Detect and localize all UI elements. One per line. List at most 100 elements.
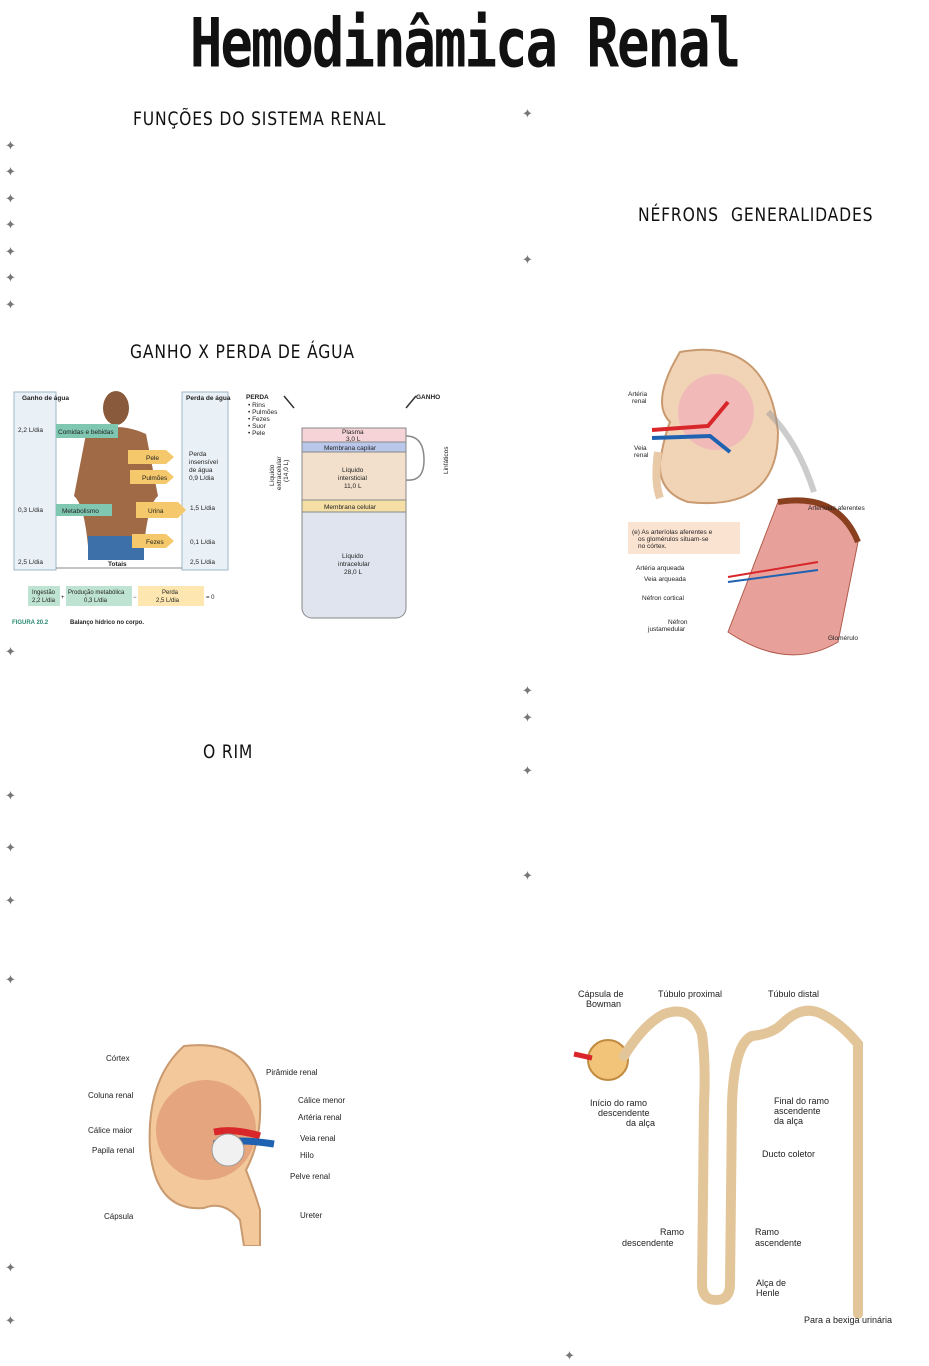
ganho-title: GANHO <box>416 394 440 401</box>
label-piramide: Pirâmide renal <box>266 1068 318 1077</box>
intersticial-3: 11,0 L <box>344 483 362 490</box>
label-metabolismo: Metabolismo <box>62 508 99 515</box>
sparkle-icon: ✦ <box>564 1349 575 1364</box>
alca-henle-1: Alça de <box>756 1278 786 1288</box>
capsula-bowman-1: Cápsula de <box>578 989 624 999</box>
label-comidas: Comidas e bebidas <box>58 429 114 436</box>
ducto-coletor: Ducto coletor <box>762 1149 815 1159</box>
ramo-descendente-1: Ramo <box>660 1227 684 1237</box>
intersticial-2: intersticial <box>338 475 367 482</box>
perda-title: PERDA <box>246 394 269 401</box>
capsula-bowman-2: Bowman <box>586 999 621 1009</box>
kidney-vessels-figure: Artéria renal Veia renal Arteríolas afer… <box>628 348 865 656</box>
sparkle-icon: ✦ <box>522 869 533 884</box>
sparkle-icon: ✦ <box>522 711 533 726</box>
veia-renal-1: Veia <box>634 445 647 452</box>
linfaticos-label: Linfáticos <box>443 446 450 474</box>
heading-generalidades: GENERALIDADES <box>731 204 874 226</box>
eq-plus: + <box>61 595 65 601</box>
eq-ingestao-2: 2,2 L/dia <box>32 598 56 604</box>
tubulo-distal: Túbulo distal <box>768 989 819 999</box>
label-totais: Totais <box>108 561 127 568</box>
eq-perda-2: 2,5 L/dia <box>156 598 180 604</box>
veia-renal-2: renal <box>634 452 649 459</box>
label-pelve: Pelve renal <box>290 1172 330 1181</box>
perda-item-1: • Rins <box>248 402 266 409</box>
cortex-wedge <box>727 499 859 656</box>
final-ramo-1: Final do ramo <box>774 1096 829 1106</box>
label-capsula: Cápsula <box>104 1212 134 1221</box>
intracelular-2: intracelular <box>338 561 371 568</box>
eq-producao-2: 0,3 L/dia <box>84 598 108 604</box>
sparkle-icon: ✦ <box>5 789 16 804</box>
note-2: os glomérulos situam-se <box>638 536 709 543</box>
nefron-justamedular-1: Néfron <box>668 619 688 626</box>
label-cortex: Córtex <box>106 1054 130 1063</box>
sparkle-icon: ✦ <box>5 645 16 660</box>
plasma-label: Plasma <box>342 429 364 436</box>
label-calice-menor: Cálice menor <box>298 1096 345 1105</box>
intracelular-3: 28,0 L <box>344 569 362 576</box>
label-hilo: Hilo <box>300 1151 314 1160</box>
eq-ingestao-1: Ingestão <box>32 590 56 596</box>
heading-nefrons: NÉFRONS <box>638 204 719 226</box>
bowman-capsule <box>587 1039 629 1081</box>
membrana-capilar-label: Membrana capilar <box>324 445 377 452</box>
inicio-ramo-3: da alça <box>626 1118 655 1128</box>
sparkle-icon: ✦ <box>522 253 533 268</box>
perda-item-3: • Fezes <box>248 416 271 423</box>
water-balance-figure: Ganho de água Perda de água 2,2 L/dia 0,… <box>12 391 231 626</box>
ramo-descendente-2: descendente <box>622 1238 674 1248</box>
label-urina: Urina <box>148 508 164 515</box>
perda-insensivel-4: 0,9 L/dia <box>189 475 214 482</box>
veia-arqueada: Veia arqueada <box>644 576 686 583</box>
heading-funcoes: FUNÇÕES DO SISTEMA RENAL <box>133 108 387 130</box>
intracelular-1: Líquido <box>342 553 364 560</box>
extracelular-1: Líquido <box>269 464 276 486</box>
note-3: no córtex. <box>638 543 667 550</box>
sparkle-icon: ✦ <box>5 218 16 233</box>
note-1: (e) As arteríolas aferentes e <box>632 529 713 536</box>
sparkle-icon: ✦ <box>5 139 16 154</box>
plasma-volume: 3,0 L <box>346 436 361 443</box>
label-pele: Pele <box>146 455 159 462</box>
sparkle-icon: ✦ <box>5 271 16 286</box>
value-25-left: 2,5 L/dia <box>18 559 43 566</box>
perda-header: Perda de água <box>186 395 231 402</box>
tubule-path <box>619 1005 863 1319</box>
compartments-figure: PERDA • Rins • Pulmões • Fezes • Suor • … <box>246 394 450 619</box>
extracelular-2: extracelular <box>276 456 283 490</box>
sparkle-icon: ✦ <box>5 1314 16 1329</box>
label-veia: Veia renal <box>300 1134 336 1143</box>
label-pulmoes: Pulmões <box>142 475 168 482</box>
page-title: Hemodinâmica Renal <box>189 4 741 83</box>
nefron-justamedular-2: justamedular <box>647 626 686 633</box>
value-01: 0,1 L/dia <box>190 539 215 546</box>
caption-number: FIGURA 20.2 <box>12 620 49 626</box>
arteria-arqueada: Artéria arqueada <box>636 565 685 572</box>
eq-minus: − <box>133 595 137 601</box>
sparkle-icon: ✦ <box>5 245 16 260</box>
sparkle-icon: ✦ <box>522 107 533 122</box>
arteriolas-aferentes: Arteríolas aferentes <box>808 505 865 512</box>
perda-insensivel-2: insensível <box>189 459 218 466</box>
sparkle-icon: ✦ <box>522 764 533 779</box>
nephron-figure: Cápsula de Bowman Túbulo proximal Túbulo… <box>573 989 892 1325</box>
sparkle-icon: ✦ <box>522 684 533 699</box>
extracelular-3: (14,0 L) <box>283 460 290 482</box>
label-coluna: Coluna renal <box>88 1091 134 1100</box>
arteria-renal-1: Artéria <box>628 391 648 398</box>
sparkle-icon: ✦ <box>5 165 16 180</box>
eq-zero: = 0 <box>206 595 215 601</box>
nefron-cortical: Néfron cortical <box>642 595 684 602</box>
perda-item-2: • Pulmões <box>248 409 278 416</box>
tubulo-proximal: Túbulo proximal <box>658 989 722 999</box>
sparkle-icon: ✦ <box>5 841 16 856</box>
label-ureter: Ureter <box>300 1211 323 1220</box>
label-papila: Papila renal <box>92 1146 134 1155</box>
sparkle-icon: ✦ <box>5 1261 16 1276</box>
value-22: 2,2 L/dia <box>18 427 43 434</box>
label-arteria: Artéria renal <box>298 1113 342 1122</box>
perda-insensivel-1: Perda <box>189 451 207 458</box>
perda-item-4: • Suor <box>248 423 267 430</box>
